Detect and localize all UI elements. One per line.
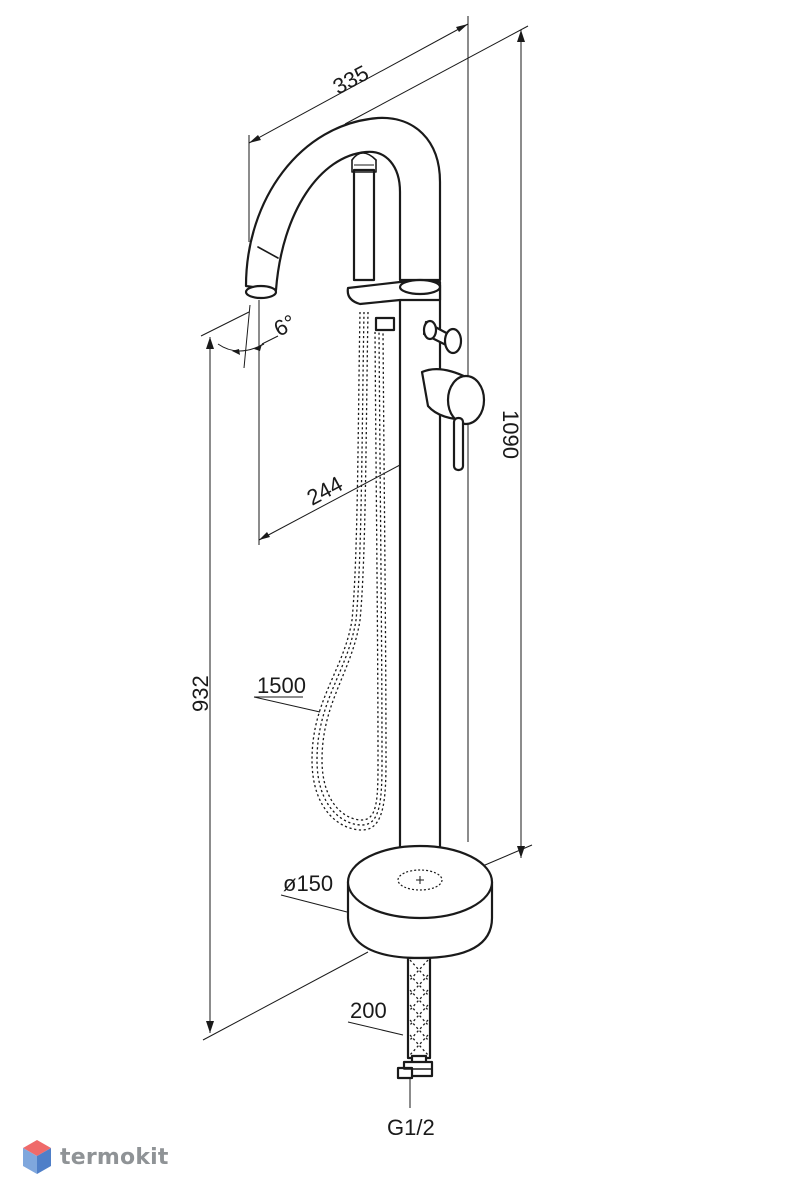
leader-base: ø150: [280, 871, 348, 913]
spout: [244, 116, 442, 300]
thread-label: G1/2: [387, 1115, 435, 1140]
dim-335-label: 335: [329, 60, 373, 99]
collar-bracket: [346, 278, 442, 332]
mixer-handle: [420, 367, 486, 472]
base-diameter-label: ø150: [283, 871, 333, 896]
dimension-angle: 6°: [200, 304, 300, 369]
inlet-pipe: [396, 956, 434, 1080]
leader-hose: 1500: [253, 673, 321, 713]
logo-text: termokit: [60, 1144, 169, 1170]
termokit-logo: termokit: [22, 1137, 169, 1177]
dimension-height-spout: 932: [188, 337, 369, 1041]
leader-thread: G1/2: [387, 1075, 435, 1140]
dimension-height-total: 1090: [344, 25, 533, 869]
inlet-length-label: 200: [350, 998, 387, 1023]
dim-angle-label: 6°: [270, 309, 300, 341]
dim-932-label: 932: [188, 675, 213, 712]
hand-shower-holder: [351, 152, 377, 282]
leader-inlet: 200: [347, 998, 404, 1036]
logo-cube-icon: [23, 1140, 51, 1174]
dim-244-label: 244: [303, 471, 347, 510]
shower-hose: [311, 311, 387, 831]
floor-base: [346, 844, 494, 960]
dim-1090-label: 1090: [498, 410, 523, 459]
diverter-knob: [422, 319, 463, 355]
hose-length-label: 1500: [257, 673, 306, 698]
